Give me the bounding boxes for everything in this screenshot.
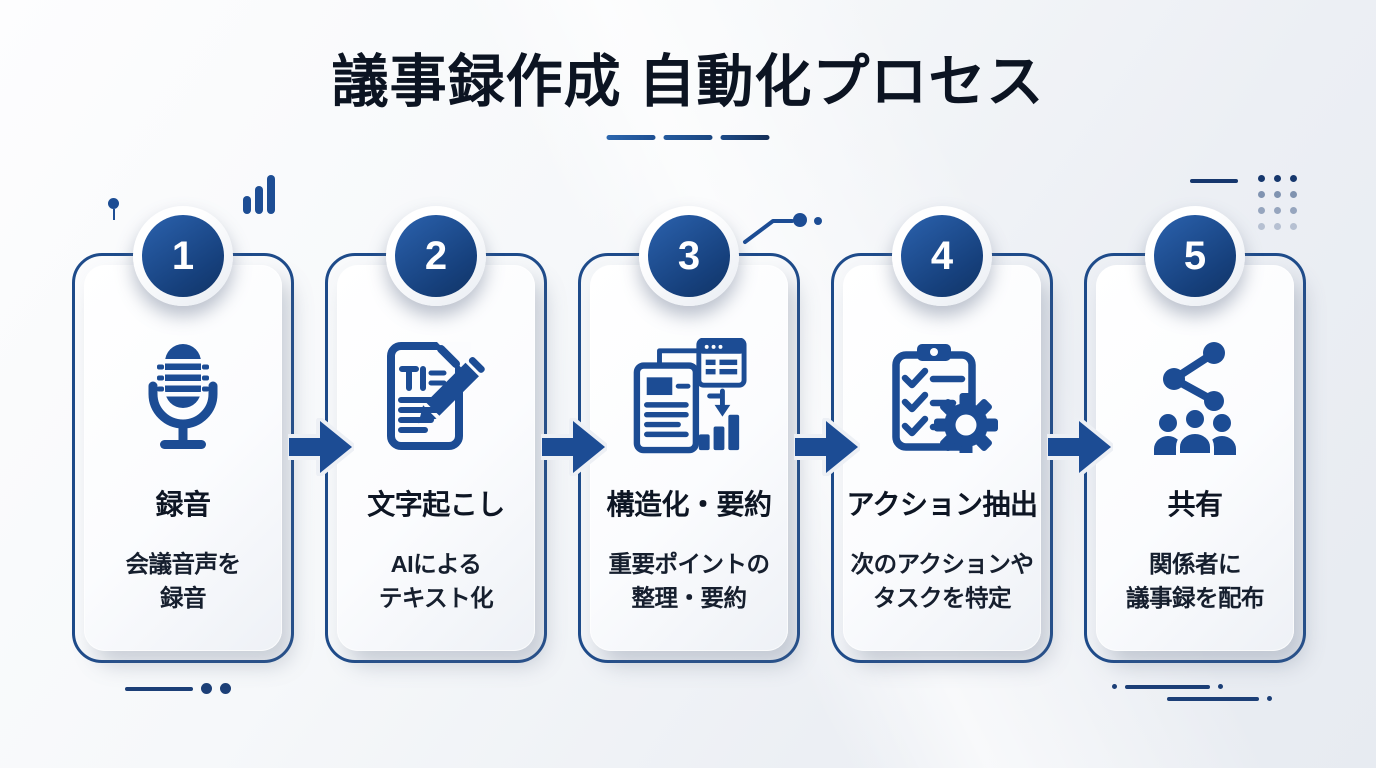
step-number-ring: 2 <box>386 206 486 306</box>
top-right-line-decoration <box>1190 179 1238 183</box>
step-number-ring: 3 <box>639 206 739 306</box>
step-number-ring: 4 <box>892 206 992 306</box>
step-number-badge: 1 <box>142 215 224 297</box>
flow-arrow-icon <box>1047 418 1113 476</box>
title-underline-dashes <box>606 135 770 140</box>
clipboard-checklist-gear-icon <box>892 344 998 453</box>
step-description: AIによる テキスト化 <box>378 551 494 612</box>
step-icon-box <box>886 335 998 459</box>
flow-arrow-icon <box>288 418 354 476</box>
microphone-icon <box>148 344 218 449</box>
flow-arrow-icon <box>541 418 607 476</box>
step-card-body: アクション抽出 次のアクションや タスクを特定 <box>843 265 1041 651</box>
step-number-badge: 2 <box>395 215 477 297</box>
step-card-sharing: 5 共有 関係者に 議事録を配布 <box>1084 206 1306 663</box>
step-card-transcription: 2 文字起こし AIによる テキスト化 <box>325 206 547 663</box>
flow-arrow-icon <box>794 418 860 476</box>
share-people-icon <box>1154 342 1236 457</box>
step-card-body: 構造化・要約 重要ポイントの 整理・要約 <box>590 265 788 651</box>
node-connector-decoration <box>743 213 822 244</box>
step-icon-box <box>1140 335 1250 459</box>
step-card-body: 録音 会議音声を 録音 <box>84 265 282 651</box>
step-title: 文字起こし <box>367 489 505 520</box>
dot-pin-decoration <box>108 198 119 220</box>
step-card-structuring: 3 <box>578 206 800 663</box>
step-icon-box <box>630 335 748 459</box>
document-structure-chart-icon <box>633 338 747 454</box>
step-number-badge: 3 <box>648 215 730 297</box>
step-number-ring: 1 <box>133 206 233 306</box>
step-title: 構造化・要約 <box>606 489 772 520</box>
bottom-left-decoration <box>125 683 231 694</box>
step-icon-box <box>128 335 238 459</box>
step-description: 次のアクションや タスクを特定 <box>850 551 1034 612</box>
step-card-action-extraction: 4 <box>831 206 1053 663</box>
step-title: アクション抽出 <box>846 489 1038 520</box>
step-card-body: 共有 関係者に 議事録を配布 <box>1096 265 1294 651</box>
step-description: 関係者に 議事録を配布 <box>1126 551 1265 612</box>
step-number-badge: 4 <box>901 215 983 297</box>
step-number-badge: 5 <box>1154 215 1236 297</box>
document-pencil-icon <box>387 342 485 450</box>
step-title: 録音 <box>155 489 211 520</box>
signal-bars-icon <box>243 175 275 214</box>
page-title: 議事録作成 自動化プロセス <box>331 50 1045 114</box>
step-icon-box <box>381 335 491 459</box>
step-card-recording: 1 録音 会議音声を 録音 <box>72 206 294 663</box>
step-description: 重要ポイントの 整理・要約 <box>608 551 771 612</box>
step-description: 会議音声を 録音 <box>125 551 242 612</box>
step-title: 共有 <box>1167 489 1223 520</box>
bottom-right-decoration <box>1112 684 1282 706</box>
dot-grid-decoration <box>1258 175 1297 230</box>
step-card-body: 文字起こし AIによる テキスト化 <box>337 265 535 651</box>
step-number-ring: 5 <box>1145 206 1245 306</box>
